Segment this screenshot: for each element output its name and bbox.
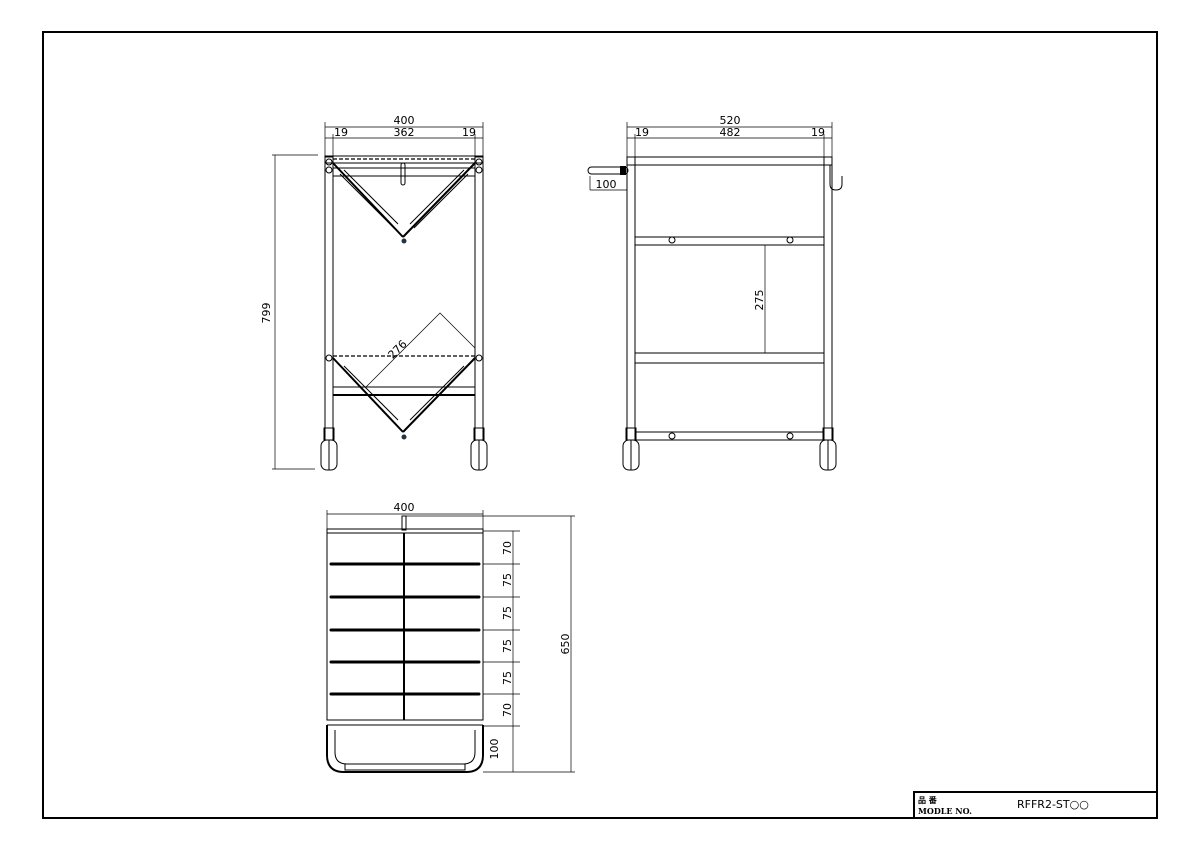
- front-height-label: 799: [260, 303, 273, 324]
- caster: [470, 427, 488, 471]
- overall-depth-label: 650: [559, 634, 572, 655]
- side-left-label: 19: [635, 126, 649, 139]
- pitch-label: 75: [501, 606, 514, 620]
- side-length-label: 520: [720, 114, 741, 127]
- top-view: 400 70 75 75 75: [326, 501, 575, 773]
- front-inner-width-label: 362: [394, 126, 415, 139]
- caster: [622, 427, 640, 471]
- hook: [829, 165, 843, 191]
- caster: [320, 427, 338, 471]
- front-side-left-label: 19: [334, 126, 348, 139]
- caster: [819, 427, 837, 471]
- side-length-dimension: 520 19 482 19: [626, 114, 833, 157]
- handle-depth-label: 100: [488, 739, 501, 760]
- top-view-handle: [326, 725, 484, 773]
- model-label-jp: 品 番: [918, 795, 938, 805]
- front-view: 400 19 362 19 799: [260, 114, 488, 471]
- top-width-label: 400: [394, 501, 415, 514]
- side-inner-length-label: 482: [720, 126, 741, 139]
- handle: 100: [587, 166, 629, 191]
- pitch-label: 75: [501, 639, 514, 653]
- model-label-en: MODLE NO.: [918, 806, 972, 816]
- title-block: 品 番 MODLE NO. RFFR2-ST○○: [913, 791, 1158, 819]
- front-height-dimension: 799: [260, 154, 318, 470]
- front-width-dimension: 400 19 362 19: [324, 114, 484, 157]
- side-right-label: 19: [811, 126, 825, 139]
- front-side-right-label: 19: [462, 126, 476, 139]
- pitch-label: 75: [501, 573, 514, 587]
- shelf-gap-label: 275: [753, 290, 766, 311]
- handle-length-label: 100: [596, 178, 617, 191]
- side-view: 520 19 482 19 100 275: [587, 114, 843, 471]
- front-diagonal-label: 276: [386, 338, 410, 362]
- pitch-label: 70: [501, 541, 514, 555]
- front-width-label: 400: [394, 114, 415, 127]
- pitch-label: 75: [501, 671, 514, 685]
- pitch-dimensions: 70 75 75 75 75 70 100: [483, 530, 575, 773]
- model-number: RFFR2-ST○○: [1017, 798, 1089, 811]
- pitch-label: 70: [501, 703, 514, 717]
- sheet-border: [42, 31, 1158, 819]
